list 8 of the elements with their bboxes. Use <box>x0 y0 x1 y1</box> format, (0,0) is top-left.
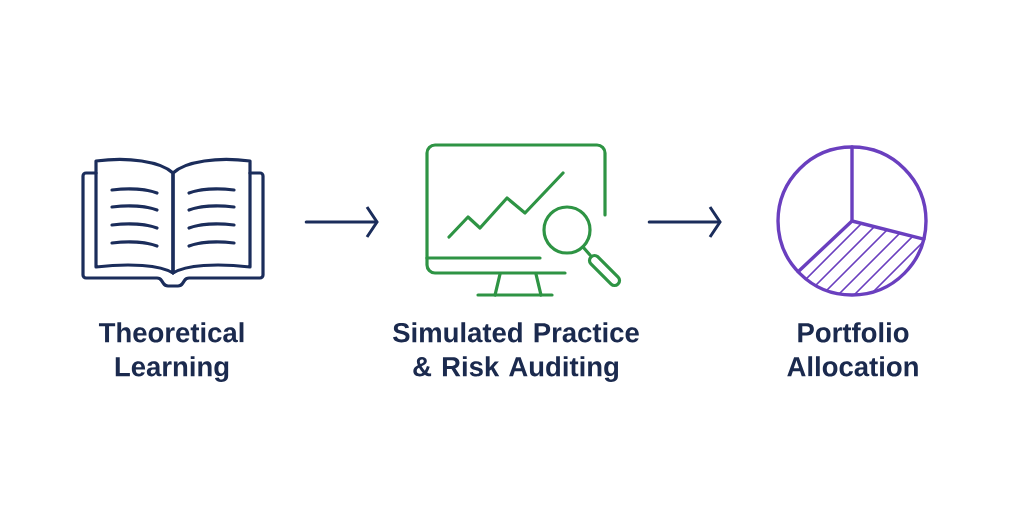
arrow <box>304 206 379 238</box>
pie-chart-icon <box>776 145 928 297</box>
monitor-icon <box>425 143 622 297</box>
step-caption: Portfolio Allocation <box>787 322 918 377</box>
step-caption: Theoretical Learning <box>98 322 244 382</box>
book-icon <box>81 157 265 288</box>
arrow <box>647 206 722 238</box>
step-caption: Simulated Practice & Risk Auditing <box>393 322 639 382</box>
